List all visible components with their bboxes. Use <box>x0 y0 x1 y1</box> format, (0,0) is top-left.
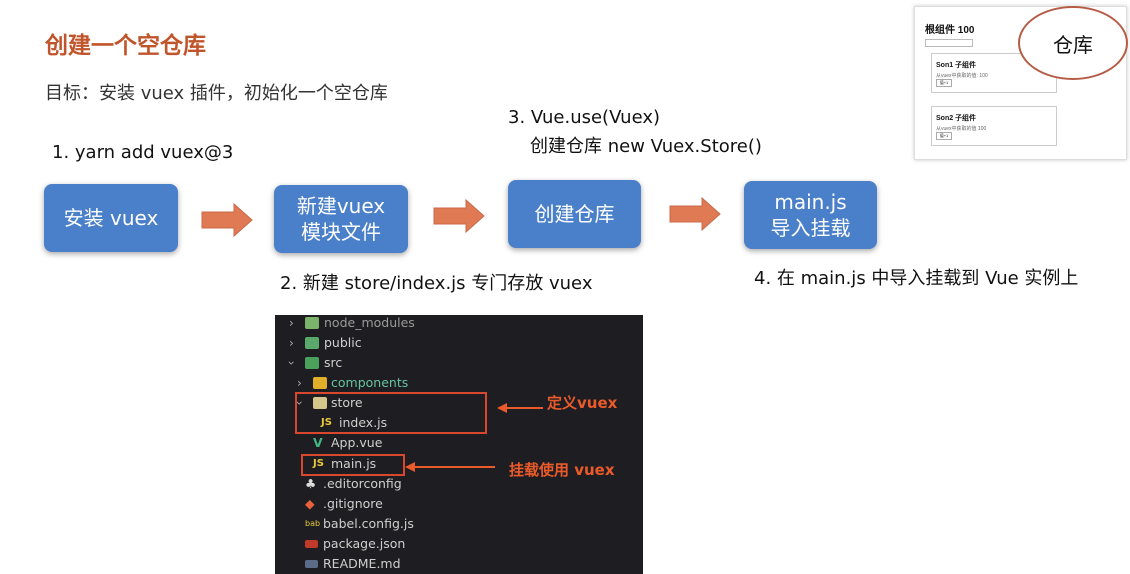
js-icon: JS <box>313 458 324 469</box>
slide-goal: 目标：安装 vuex 插件，初始化一个空仓库 <box>45 83 388 104</box>
tree-item-label: package.json <box>323 536 406 551</box>
tree-item-label: README.md <box>323 556 401 571</box>
config-icon: ♣ <box>305 476 317 491</box>
flow-arrow-1-icon <box>201 202 253 238</box>
flow-box-create-store-label: 创建仓库 <box>534 202 615 226</box>
son2-button[interactable]: 值+1 <box>936 132 952 140</box>
annotation-define-vuex: 定义vuex <box>547 394 618 412</box>
tree-item-label: .editorconfig <box>323 476 402 491</box>
folder-icon <box>305 337 319 349</box>
tree-item-label: node_modules <box>324 315 415 330</box>
son2-text: 从vuex中获取的值 100 <box>936 126 987 132</box>
step-3-caption-line1: 3. Vue.use(Vuex) <box>508 107 661 128</box>
step-4-caption: 4. 在 main.js 中导入挂载到 Vue 实例上 <box>754 268 1079 289</box>
chevron-right-icon: › <box>297 376 302 390</box>
flow-arrow-2-icon <box>433 198 485 234</box>
flow-box-create-store: 创建仓库 <box>508 180 641 248</box>
chevron-right-icon: › <box>289 336 294 350</box>
store-callout: 仓库 <box>1018 6 1128 80</box>
flow-box-new-module-line2: 模块文件 <box>301 220 381 244</box>
tree-item-label: public <box>324 335 362 350</box>
son1-button[interactable]: 值+1 <box>936 79 952 87</box>
tree-item-label: main.js <box>331 456 377 471</box>
file-explorer-panel: › node_modules › public › src › componen… <box>275 315 643 574</box>
json-icon <box>305 540 318 548</box>
step-1-caption: 1. yarn add vuex@3 <box>52 142 234 163</box>
tree-item-label: .gitignore <box>323 496 383 511</box>
main-js-highlight-box <box>301 454 405 476</box>
annotation-arrow-icon <box>405 462 495 472</box>
step-3-caption-line2: 创建仓库 new Vuex.Store() <box>530 136 762 157</box>
son1-title: Son1 子组件 <box>936 62 977 69</box>
flow-box-new-module: 新建vuex 模块文件 <box>274 185 408 253</box>
chevron-right-icon: › <box>289 316 294 330</box>
folder-icon <box>313 377 327 389</box>
folder-icon <box>305 357 319 369</box>
js-icon: JS <box>321 417 332 428</box>
root-component-title: 根组件 100 <box>925 25 975 36</box>
babel-icon: bab <box>305 519 321 528</box>
slide-title: 创建一个空仓库 <box>45 33 206 59</box>
tree-item-label: store <box>331 395 363 410</box>
flow-box-mount-line2: 导入挂载 <box>770 216 851 240</box>
store-callout-label: 仓库 <box>1053 32 1093 57</box>
son2-title: Son2 子组件 <box>936 115 977 122</box>
step-2-caption: 2. 新建 store/index.js 专门存放 vuex <box>280 273 593 294</box>
chevron-down-icon: › <box>284 360 299 366</box>
flow-box-new-module-line1: 新建vuex <box>296 194 386 218</box>
tree-item-label: src <box>324 355 343 370</box>
tree-item-label: index.js <box>339 415 388 430</box>
flow-box-mount: main.js 导入挂载 <box>744 181 877 249</box>
markdown-icon <box>305 560 318 568</box>
tree-item-label: App.vue <box>331 435 383 450</box>
flow-arrow-3-icon <box>669 196 721 232</box>
tree-item-label: babel.config.js <box>323 516 414 531</box>
tree-item-label: components <box>331 375 409 390</box>
vue-icon: V <box>313 435 323 450</box>
flow-box-mount-line1: main.js <box>774 190 847 214</box>
annotation-arrow-icon <box>497 403 543 413</box>
flow-box-install-label: 安装 vuex <box>63 206 159 230</box>
flow-box-install: 安装 vuex <box>44 184 178 252</box>
folder-open-icon <box>313 397 327 409</box>
son2-card: Son2 子组件 从vuex中获取的值 100 值+1 <box>931 106 1057 146</box>
son1-text: 从vuex中获取的值: 100 <box>936 73 988 79</box>
root-input-field <box>925 39 973 47</box>
folder-icon <box>305 317 319 329</box>
annotation-mount-vuex: 挂载使用 vuex <box>509 461 615 479</box>
store-highlight-box <box>295 392 487 434</box>
git-icon: ◆ <box>305 496 315 511</box>
